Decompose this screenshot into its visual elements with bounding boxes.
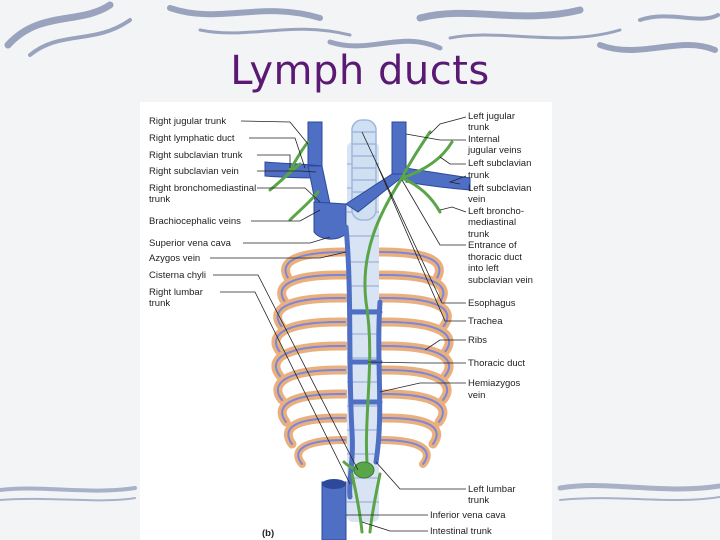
left-label: Cisterna chyli [149, 270, 206, 281]
right-label: mediastinal [468, 217, 516, 228]
right-label: Thoracic duct [468, 358, 525, 369]
right-label: Left subclavian [468, 183, 531, 194]
left-label: Right lymphatic duct [149, 133, 235, 144]
right-label: vein [468, 194, 485, 205]
right-label: Esophagus [468, 298, 516, 309]
right-label: trunk [468, 170, 489, 181]
right-label: Hemiazygos [468, 378, 521, 389]
right-label: Entrance of [468, 240, 517, 251]
left-label: Brachiocephalic veins [149, 216, 241, 227]
inferior-vena-cava [322, 479, 346, 540]
left-label: Right subclavian trunk [149, 150, 243, 161]
left-label: trunk [149, 194, 170, 205]
right-label: Left jugular [468, 111, 515, 122]
panel-label: (b) [262, 528, 274, 539]
right-label: Left lumbar [468, 484, 516, 495]
right-label: Ribs [468, 335, 487, 346]
right-label: thoracic duct [468, 252, 522, 263]
left-label: Right subclavian vein [149, 166, 239, 177]
right-label: trunk [468, 122, 489, 133]
left-label: Azygos vein [149, 253, 200, 264]
right-label: trunk [468, 495, 489, 506]
slide-title: Lymph ducts [0, 48, 720, 94]
right-label: Left broncho- [468, 206, 524, 217]
right-label: into left [468, 263, 499, 274]
right-label: Inferior vena cava [430, 510, 506, 521]
right-label: Internal [468, 134, 500, 145]
left-label: Right lumbar [149, 287, 203, 298]
right-label: trunk [468, 229, 489, 240]
right-label: Intestinal trunk [430, 526, 492, 537]
right-label: vein [468, 390, 485, 401]
left-label: trunk [149, 298, 170, 309]
left-label: Right jugular trunk [149, 116, 226, 127]
right-label: subclavian vein [468, 275, 533, 286]
right-label: Left subclavian [468, 158, 531, 169]
left-label: Right bronchomediastinal [149, 183, 256, 194]
right-label: Trachea [468, 316, 503, 327]
right-label: jugular veins [467, 145, 522, 156]
left-label: Superior vena cava [149, 238, 232, 249]
cisterna-chyli [354, 462, 374, 478]
